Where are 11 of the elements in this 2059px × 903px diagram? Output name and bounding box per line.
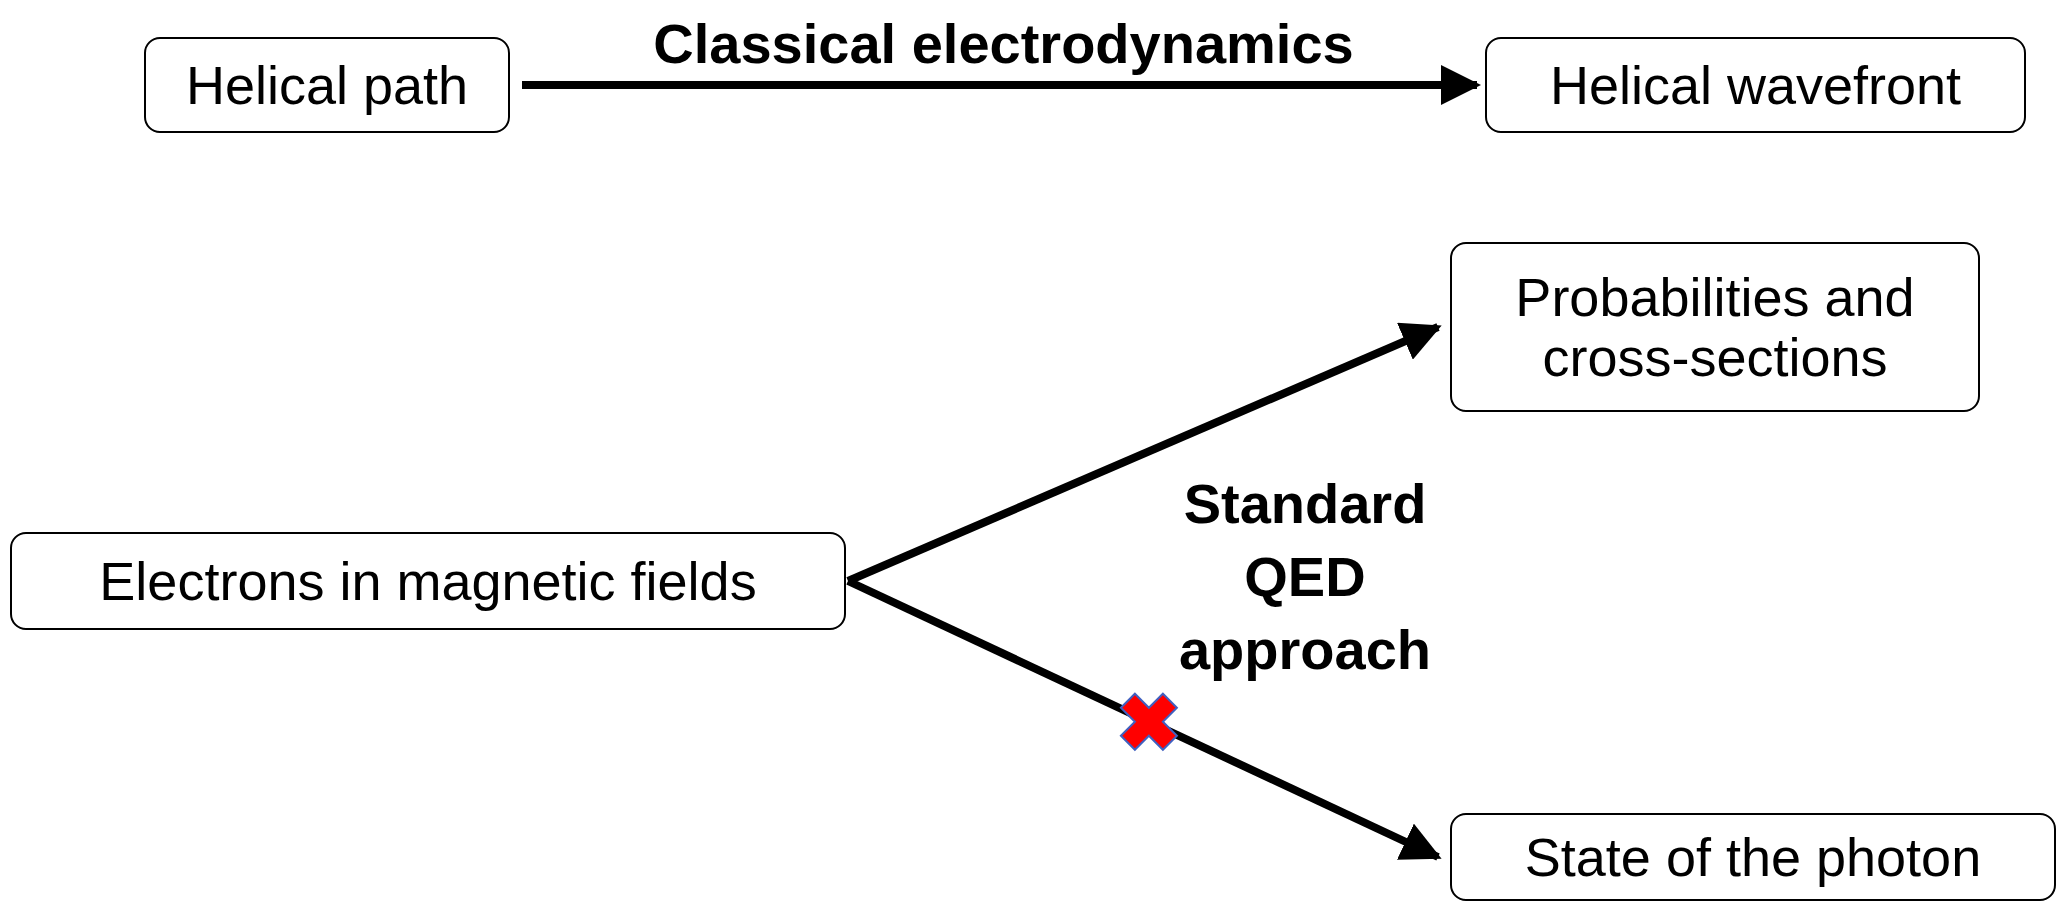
rounded-box — [144, 37, 510, 133]
rounded-box — [10, 532, 846, 630]
approach-label: Standard QED approach — [1177, 471, 1433, 683]
node-text: State of the photon — [1524, 826, 1982, 888]
node-text: Probabilities and cross-sections — [1514, 266, 1916, 388]
rounded-box — [1485, 37, 2026, 133]
rounded-box — [1450, 813, 2056, 901]
node-text: Helical wavefront — [1549, 54, 1962, 116]
rounded-box — [1450, 242, 1980, 412]
node-text: Helical path — [185, 54, 469, 116]
node-text: Electrons in magnetic fields — [99, 550, 757, 612]
